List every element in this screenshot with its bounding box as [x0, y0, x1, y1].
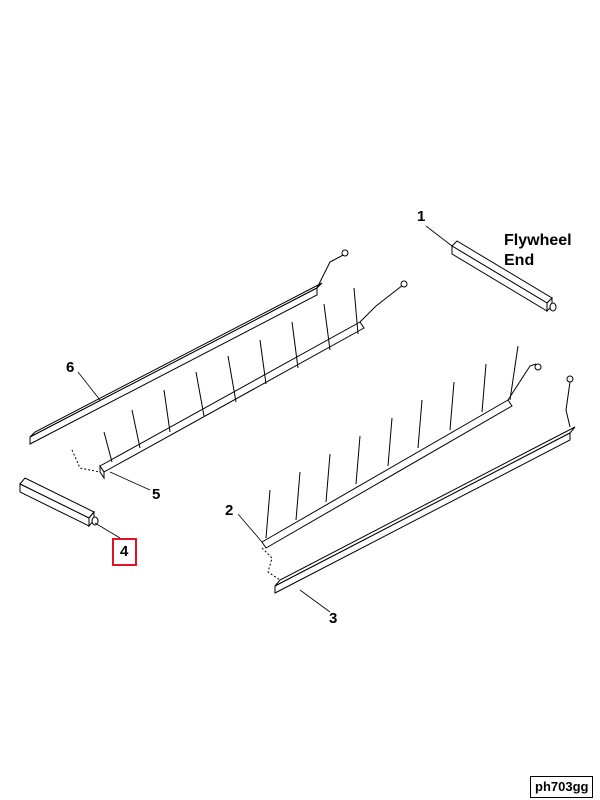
callout-5: 5: [152, 486, 161, 503]
callout-6: 6: [66, 359, 75, 376]
flywheel-end-line-2: End: [504, 252, 535, 269]
part-4-short-bar: [19, 477, 99, 528]
callout-2: 2: [225, 502, 234, 519]
callout-3: 3: [329, 610, 338, 627]
part-5-rake: [71, 280, 408, 480]
figure-code: ph703gg: [530, 776, 594, 798]
part-2-rake: [261, 345, 542, 549]
leader-lines: [77, 225, 453, 613]
flywheel-end-label: Flywheel End: [504, 231, 572, 271]
part-1-short-bar: [451, 240, 557, 313]
flywheel-end-line-1: Flywheel: [504, 232, 572, 249]
part-3-long-bar: [261, 375, 576, 594]
callout-4: 4: [120, 543, 129, 560]
callout-4-highlight: [112, 538, 137, 566]
part-6-long-bar: [29, 249, 349, 445]
callout-1: 1: [417, 208, 426, 225]
